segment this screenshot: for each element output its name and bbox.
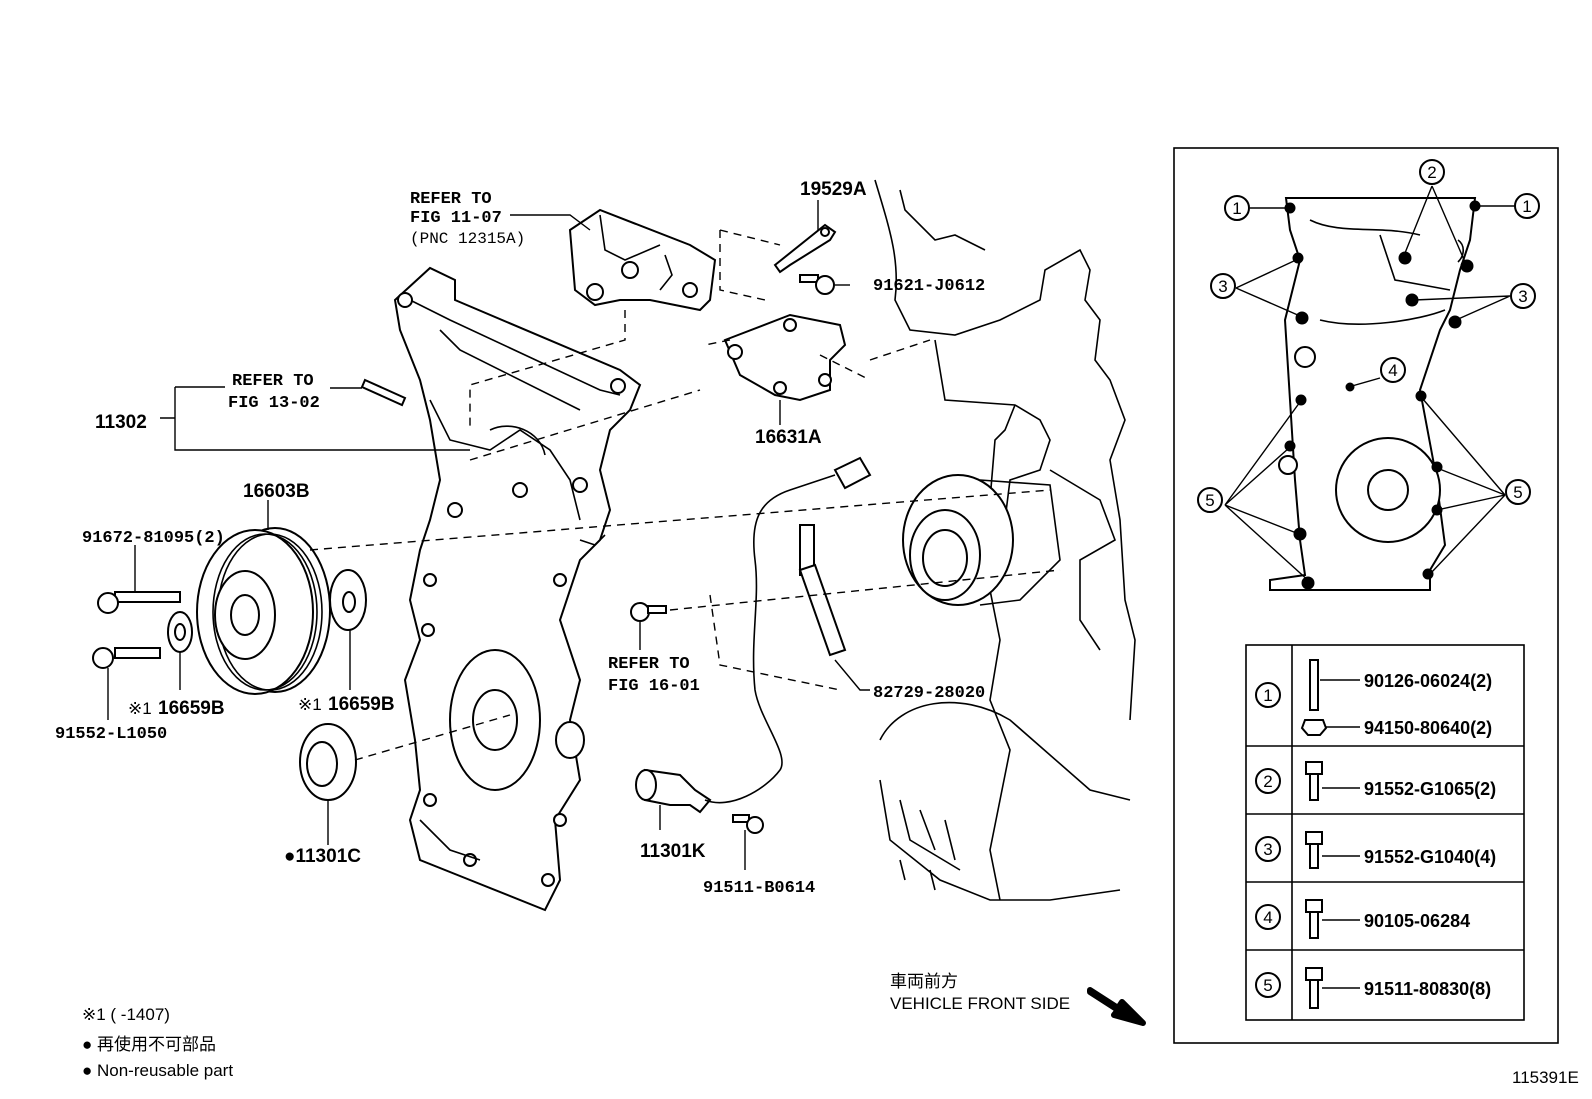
callout-number: 3 — [1518, 287, 1527, 306]
callout-number: 5 — [1205, 491, 1214, 510]
part-label-11301k: 11301K — [640, 841, 706, 862]
callout-number: 4 — [1388, 361, 1397, 380]
crankshaft-pulley — [196, 527, 331, 695]
engine-mount-bracket — [568, 208, 717, 312]
ref-line-1: REFER TO — [608, 655, 690, 674]
ref-line-1: REFER TO — [410, 190, 492, 209]
fastener-table: 1 90126-06024(2) 94150-80640(2) 2 91552-… — [1245, 644, 1525, 1021]
inset-cover-outline — [1269, 197, 1477, 591]
part-number: 91552-G1065(2) — [1364, 779, 1496, 799]
row-number: 2 — [1263, 772, 1272, 791]
inset-callout-5-right: 5 — [1505, 479, 1531, 505]
arrow-icon — [1087, 987, 1146, 1026]
table-row: 2 91552-G1065(2) — [1255, 761, 1496, 801]
part-number: 94150-80640(2) — [1364, 718, 1492, 738]
leader-lines — [107, 200, 870, 870]
stud-bolt — [360, 378, 407, 407]
direction-label-en: VEHICLE FRONT SIDE — [890, 994, 1070, 1013]
part-label-91672: 91672-81095(2) — [82, 529, 225, 548]
engine-block-outline — [874, 179, 1136, 901]
engine-pulley-housing — [902, 474, 1061, 606]
part-number: 90105-06284 — [1364, 911, 1470, 931]
direction-label-jp: 車両前方 — [890, 972, 958, 991]
nut-icon — [1300, 719, 1328, 736]
table-row: 3 91552-G1040(4) — [1255, 831, 1496, 869]
bolt-91621 — [799, 274, 835, 295]
part-number: 91511-80830(8) — [1364, 979, 1491, 999]
ref-line-2: FIG 13-02 — [228, 394, 320, 413]
callout-number: 5 — [1513, 483, 1522, 502]
part-label-19529a: 19529A — [800, 179, 867, 200]
part-label-82729: 82729-28020 — [873, 684, 985, 703]
row-number: 3 — [1263, 840, 1272, 859]
inset-callout-5-left: 5 — [1197, 487, 1223, 513]
table-row: 1 90126-06024(2) 94150-80640(2) — [1255, 659, 1492, 738]
part-number: 90126-06024(2) — [1364, 671, 1492, 691]
idler-bracket-16631a — [723, 313, 847, 402]
callout-number: 3 — [1218, 277, 1227, 296]
part-label-11302: 11302 — [95, 412, 147, 433]
part-label-91621: 91621-J0612 — [873, 277, 985, 296]
inset-callout-3-right: 3 — [1510, 283, 1536, 309]
timing-chain-cover — [393, 266, 642, 912]
legend-non-reusable-jp: ● 再使用不可部品 — [82, 1034, 216, 1054]
row-number: 4 — [1263, 908, 1272, 927]
oil-seal — [299, 723, 357, 801]
legend-non-reusable-en: ● Non-reusable part — [82, 1061, 233, 1080]
inset-callout-3-left: 3 — [1210, 273, 1236, 299]
inset-callout-1-left: 1 — [1224, 195, 1250, 221]
bolt-refer-16-01 — [630, 602, 667, 622]
fig-11-07-reference: REFER TO FIG 11-07 (PNC 12315A) — [410, 190, 525, 248]
part-label-16631a: 16631A — [755, 427, 822, 448]
table-row: 5 91511-80830(8) — [1255, 967, 1491, 1009]
bolt-icon — [1305, 761, 1323, 775]
inset-callout-lines — [1224, 185, 1515, 583]
washer-16659b-right — [329, 569, 367, 631]
callout-number: 2 — [1427, 163, 1436, 182]
footnote-mark-b: ※1 — [298, 695, 322, 714]
row-number: 1 — [1263, 686, 1272, 705]
part-number: 91552-G1040(4) — [1364, 847, 1496, 867]
callout-number: 1 — [1522, 197, 1531, 216]
part-label-16659b-left: 16659B — [158, 698, 225, 719]
washer-16659b-left — [167, 611, 193, 653]
callout-number: 1 — [1232, 199, 1241, 218]
part-label-16659b-right: 16659B — [328, 694, 395, 715]
stud-icon — [1309, 659, 1319, 711]
fig-13-02-reference: REFER TO FIG 13-02 — [228, 372, 320, 413]
legend: ※1 ( -1407) ● 再使用不可部品 ● Non-reusable par… — [82, 1005, 233, 1080]
part-label-91511-b0614: 91511-B0614 — [703, 879, 815, 898]
ref-line-2: FIG 11-07 — [410, 209, 502, 228]
legend-note-1: ※1 ( -1407) — [82, 1005, 170, 1024]
inset-callout-1-right: 1 — [1514, 193, 1540, 219]
part-label-16603b: 16603B — [243, 481, 310, 502]
ref-line-3: (PNC 12315A) — [410, 230, 525, 248]
bolt-icon — [1305, 831, 1323, 845]
diagram-id: 115391E — [1512, 1068, 1579, 1087]
bolt-icon — [1305, 899, 1323, 913]
bolt-icon — [1305, 967, 1323, 981]
crank-position-sensor — [635, 456, 872, 814]
bolt-91672 — [97, 591, 181, 614]
part-label-91552-l1050: 91552-L1050 — [55, 725, 167, 744]
inset-callout-2: 2 — [1419, 159, 1445, 185]
vehicle-front-indicator: 車両前方 VEHICLE FRONT SIDE — [890, 972, 1146, 1026]
part-label-11301c: ●11301C — [284, 846, 361, 867]
ref-line-2: FIG 16-01 — [608, 677, 700, 696]
bolt-91552-l1050 — [92, 647, 161, 669]
inset-bolt-points — [1284, 200, 1481, 590]
footnote-mark-a: ※1 — [128, 699, 152, 718]
row-number: 5 — [1263, 976, 1272, 995]
bolt-91511-b0614 — [732, 814, 764, 834]
sensor-bracket-19529a — [773, 223, 837, 274]
ref-line-1: REFER TO — [232, 372, 314, 391]
table-row: 4 90105-06284 — [1255, 899, 1470, 939]
fig-16-01-reference: REFER TO FIG 16-01 — [608, 655, 700, 696]
inset-frame — [1173, 147, 1559, 1044]
assembly-lines — [309, 229, 1061, 761]
inset-callout-4: 4 — [1380, 357, 1406, 383]
